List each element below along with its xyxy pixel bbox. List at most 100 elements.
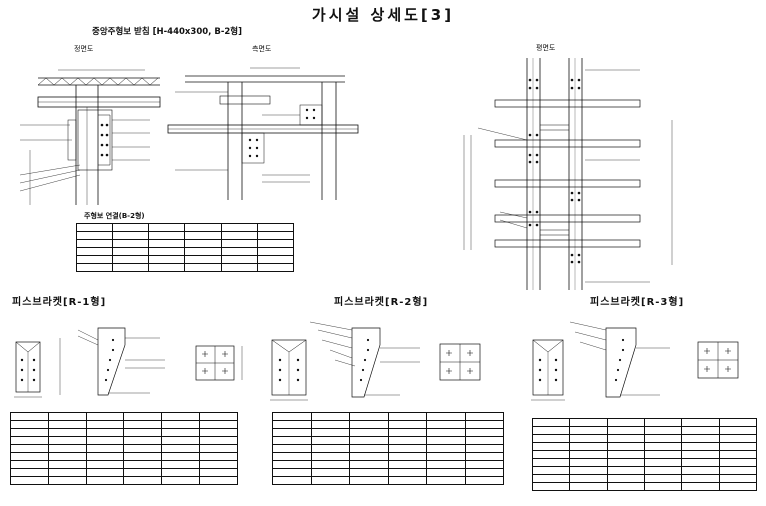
table-cell — [199, 476, 238, 485]
table-cell — [161, 452, 201, 461]
table-cell — [47, 468, 87, 477]
table-cell — [426, 412, 466, 421]
table-cell — [47, 460, 87, 469]
table-cell — [349, 468, 389, 477]
table-cell — [681, 482, 720, 491]
table-cell — [681, 434, 720, 443]
table-cell — [349, 444, 389, 453]
table-cell — [643, 474, 683, 483]
table-cell — [272, 468, 312, 477]
table-cell — [643, 442, 683, 451]
table-cell — [426, 436, 466, 445]
table-cell — [606, 426, 645, 435]
table-cell — [464, 476, 504, 485]
table-cell — [85, 436, 125, 445]
table-row — [531, 482, 758, 491]
table-row — [531, 450, 758, 459]
bracket-title-r1: 피스브라켓[R-1형] — [12, 297, 107, 308]
table-cell — [256, 223, 295, 232]
table-cell — [47, 476, 87, 485]
table-cell — [199, 420, 238, 429]
table-cell — [681, 426, 720, 435]
table-cell — [718, 458, 758, 467]
table-row — [272, 444, 504, 453]
table-cell — [85, 460, 125, 469]
table-cell — [387, 436, 427, 445]
table-cell — [718, 426, 758, 435]
table-cell — [161, 460, 201, 469]
table-cell — [426, 420, 466, 429]
table-cell — [75, 223, 114, 232]
table-cell — [387, 444, 427, 453]
table-cell — [272, 460, 312, 469]
table-cell — [85, 468, 125, 477]
table-cell — [75, 255, 114, 264]
table-cell — [161, 412, 201, 421]
table-row — [531, 466, 758, 475]
table-cell — [47, 452, 87, 461]
table-cell — [718, 466, 758, 475]
bracket-r1-drawing — [14, 327, 243, 398]
table-cell — [387, 452, 427, 461]
table-cell — [464, 452, 504, 461]
table-cell — [220, 247, 258, 256]
table-cell — [161, 476, 201, 485]
table-cell — [681, 458, 720, 467]
table-cell — [123, 452, 163, 461]
table-cell — [199, 460, 238, 469]
table-cell — [310, 420, 350, 429]
table-cell — [272, 452, 312, 461]
table-cell — [10, 428, 49, 437]
table-cell — [184, 223, 222, 232]
table-cell — [387, 476, 427, 485]
table-cell — [75, 231, 114, 240]
table-cell — [464, 428, 504, 437]
table-cell — [123, 476, 163, 485]
table-cell — [220, 223, 258, 232]
table-cell — [643, 426, 683, 435]
table-cell — [387, 412, 427, 421]
table-cell — [531, 434, 571, 443]
table-cell — [310, 444, 350, 453]
table-cell — [681, 418, 720, 427]
table-cell — [310, 460, 350, 469]
table-cell — [606, 466, 645, 475]
table-cell — [387, 468, 427, 477]
table-cell — [681, 450, 720, 459]
plan-view-drawing — [463, 58, 673, 290]
table-cell — [123, 412, 163, 421]
table-cell — [272, 444, 312, 453]
table-row — [531, 426, 758, 435]
bracket-r3-drawing — [531, 321, 739, 401]
table-cell — [531, 458, 571, 467]
table-row — [272, 436, 504, 445]
table-cell — [426, 428, 466, 437]
table-cell — [606, 450, 645, 459]
table-cell — [606, 458, 645, 467]
table-cell — [387, 428, 427, 437]
table-cell — [310, 468, 350, 477]
table-cell — [310, 428, 350, 437]
table-cell — [606, 474, 645, 483]
table-cell — [464, 444, 504, 453]
table-row — [75, 263, 295, 272]
table-row — [10, 468, 238, 477]
table-cell — [85, 444, 125, 453]
table-cell — [112, 231, 150, 240]
table-cell — [256, 231, 295, 240]
table-row — [75, 255, 295, 264]
table-cell — [272, 428, 312, 437]
table-cell — [220, 263, 258, 272]
table-cell — [718, 418, 758, 427]
table-cell — [161, 428, 201, 437]
table-row — [10, 412, 238, 421]
table-cell — [718, 434, 758, 443]
table-cell — [184, 263, 222, 272]
table-cell — [464, 412, 504, 421]
table-row — [75, 247, 295, 256]
view-label-side: 측면도 — [252, 45, 272, 53]
table-cell — [47, 436, 87, 445]
table-cell — [272, 476, 312, 485]
table-cell — [643, 450, 683, 459]
table-cell — [75, 239, 114, 248]
